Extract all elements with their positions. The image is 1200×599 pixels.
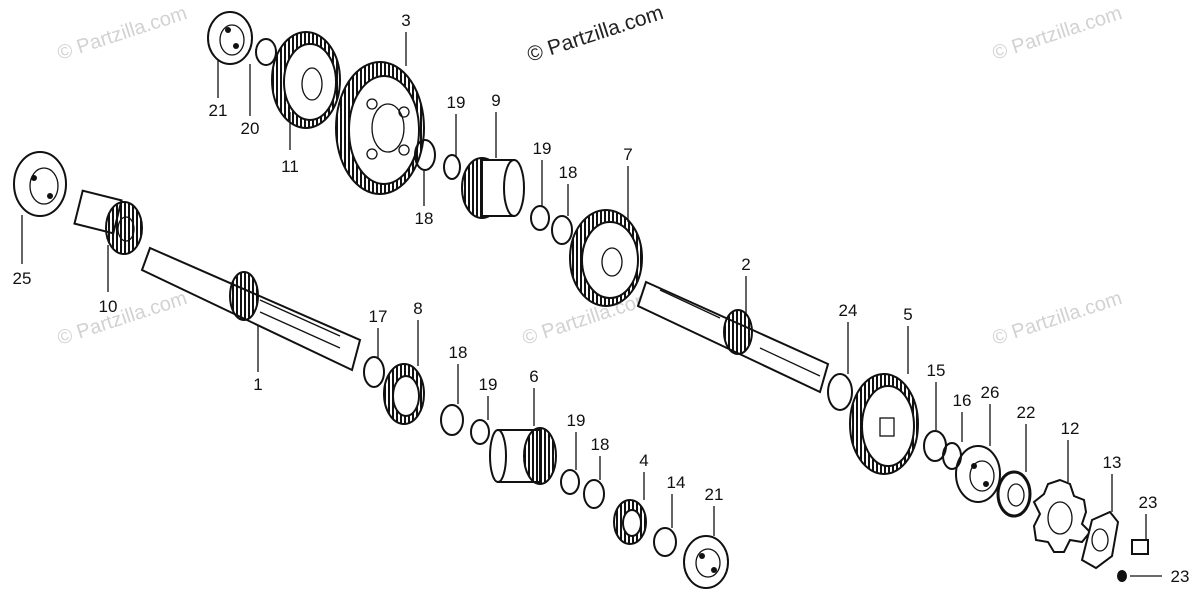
washer-17 <box>363 356 385 388</box>
callout-6: 6 <box>529 367 538 386</box>
upper-gear-group <box>207 11 643 307</box>
callout-25: 25 <box>13 269 32 288</box>
gear-6 <box>489 427 557 485</box>
callout-5: 5 <box>903 305 912 324</box>
callout-26: 26 <box>981 383 1000 402</box>
callout-18-lower-a: 18 <box>449 343 468 362</box>
oil-seal-22 <box>996 470 1032 518</box>
clip-19-lower-a <box>470 419 490 445</box>
watermark-top-right: © Partzilla.com <box>990 2 1125 65</box>
callout-21-lower: 21 <box>705 485 724 504</box>
gear-11 <box>271 31 341 129</box>
callout-1: 1 <box>253 375 262 394</box>
washer-20 <box>255 38 277 66</box>
gear-9 <box>461 157 525 219</box>
gear-8 <box>383 363 425 425</box>
clip-19-upper-b <box>530 205 550 231</box>
clip-24 <box>827 373 853 411</box>
callout-23-a: 23 <box>1139 493 1158 512</box>
callout-15: 15 <box>927 361 946 380</box>
watermark-mid-left: © Partzilla.com <box>55 287 190 350</box>
fixing-plate-13 <box>1080 510 1120 570</box>
callout-14: 14 <box>667 473 686 492</box>
washer-18-lower-a <box>440 404 464 436</box>
callout-11: 11 <box>281 157 299 176</box>
countershaft-group <box>636 280 1149 582</box>
callout-19-lower-b: 19 <box>567 411 586 430</box>
bolt-23-a <box>1131 539 1149 555</box>
washer-18-upper-a <box>414 139 436 171</box>
callout-19-upper-b: 19 <box>533 139 552 158</box>
main-shaft-group <box>13 151 729 589</box>
gear-4 <box>613 499 647 545</box>
callout-18-upper-a: 18 <box>415 209 434 228</box>
callout-17: 17 <box>369 307 388 326</box>
callout-9: 9 <box>491 91 500 110</box>
callout-22: 22 <box>1017 403 1036 422</box>
gear-3 <box>335 61 425 195</box>
bolt-23-b <box>1117 570 1127 582</box>
bearing-21-top <box>207 11 253 65</box>
shaft-2 <box>636 280 830 394</box>
callout-16: 16 <box>953 391 972 410</box>
clip-19-lower-b <box>560 469 580 495</box>
clip-19-upper-a <box>443 154 461 180</box>
watermark-main: © Partzilla.com <box>524 1 666 67</box>
bearing-26 <box>955 445 1001 503</box>
sprocket-12 <box>1032 478 1092 553</box>
washer-18-lower-b <box>583 479 605 509</box>
bearing-25 <box>13 151 67 217</box>
watermark-mid-right: © Partzilla.com <box>990 287 1125 350</box>
collar-14 <box>653 527 677 557</box>
callout-23-b: 23 <box>1171 567 1190 586</box>
callout-19-upper-a: 19 <box>447 93 466 112</box>
callout-12: 12 <box>1061 419 1080 438</box>
callout-7: 7 <box>623 145 632 164</box>
gear-5 <box>849 373 919 475</box>
callout-2: 2 <box>741 255 750 274</box>
callout-20: 20 <box>241 119 260 138</box>
leader-lines <box>21 32 1162 577</box>
callout-3: 3 <box>401 11 410 30</box>
callout-4: 4 <box>639 451 648 470</box>
washer-18-upper-b <box>551 215 573 245</box>
gear-10 <box>73 189 143 255</box>
shaft-1 <box>140 246 362 372</box>
callout-labels: 3 21 20 11 19 9 18 19 18 7 25 10 1 17 8 … <box>13 11 1190 586</box>
callout-24: 24 <box>839 301 858 320</box>
callout-21-top: 21 <box>209 101 228 120</box>
washer-16 <box>942 442 962 470</box>
callout-19-lower-a: 19 <box>479 375 498 394</box>
bearing-21-lower <box>683 535 729 589</box>
watermark-top-left: © Partzilla.com <box>55 2 190 65</box>
callout-10: 10 <box>99 297 118 316</box>
callout-18-lower-b: 18 <box>591 435 610 454</box>
callout-18-upper-b: 18 <box>559 163 578 182</box>
callout-8: 8 <box>413 299 422 318</box>
callout-13: 13 <box>1103 453 1122 472</box>
gear-7 <box>569 209 643 307</box>
